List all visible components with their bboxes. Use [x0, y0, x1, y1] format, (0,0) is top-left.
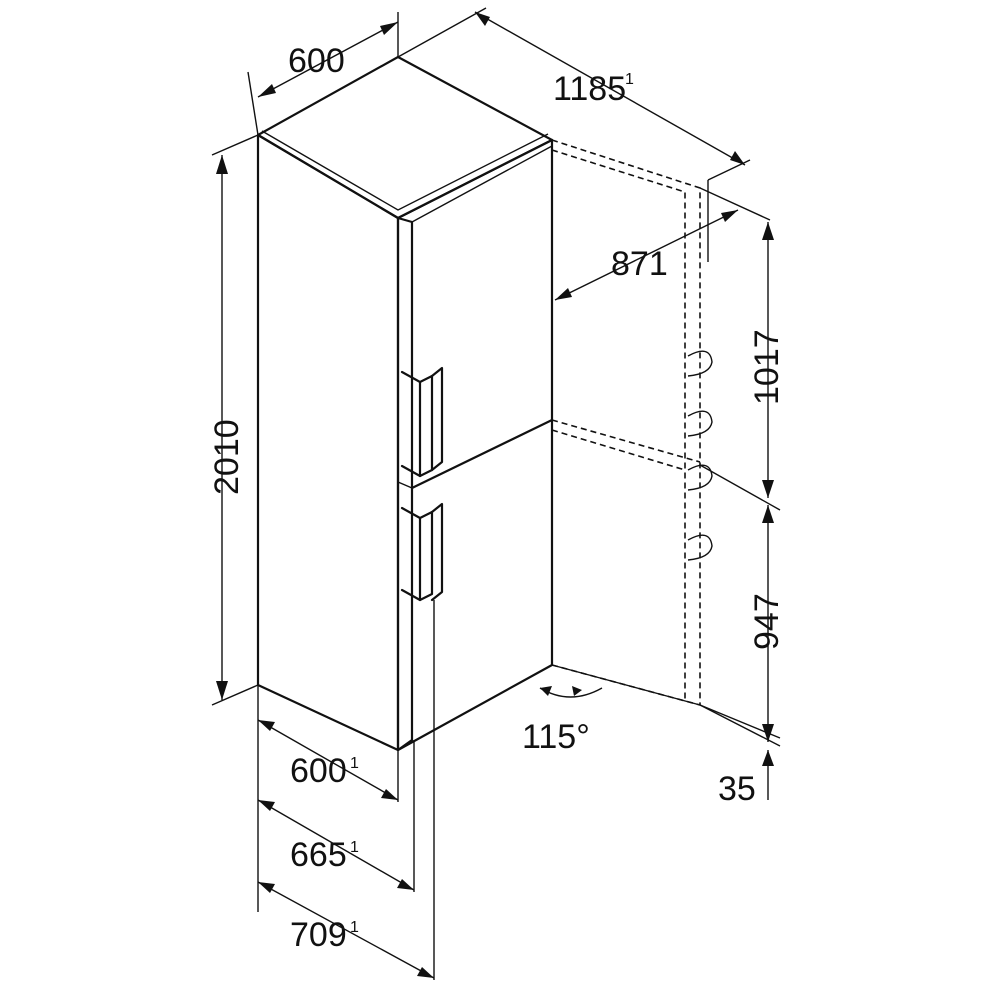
label-floor-gap: 35	[718, 770, 756, 808]
label-total-depth-note: 1	[625, 71, 634, 88]
label-door-angle: 115°	[522, 718, 590, 756]
label-depth-with-handle-note: 1	[350, 919, 359, 936]
dimension-lines	[216, 11, 774, 979]
label-upper-door-height: 1017	[748, 329, 786, 405]
extension-lines	[211, 7, 781, 980]
label-total-depth: 1185	[553, 70, 626, 108]
label-lower-door-height: 947	[748, 593, 786, 650]
label-depth-body-note: 1	[350, 755, 359, 772]
label-depth-with-door: 665	[290, 836, 347, 874]
label-depth-with-door-note: 1	[350, 839, 359, 856]
label-top-width: 600	[288, 42, 345, 80]
label-door-open-depth: 871	[611, 245, 668, 283]
door-handles	[400, 366, 444, 602]
opened-door-outline	[551, 139, 713, 707]
dimension-labels: 600 1185 1 871 1017 947 35 2010 600 1 66…	[208, 42, 786, 954]
label-depth-with-handle: 709	[290, 916, 347, 954]
label-height: 2010	[208, 419, 246, 495]
label-depth-body: 600	[290, 752, 347, 790]
fridge-body	[256, 55, 554, 752]
